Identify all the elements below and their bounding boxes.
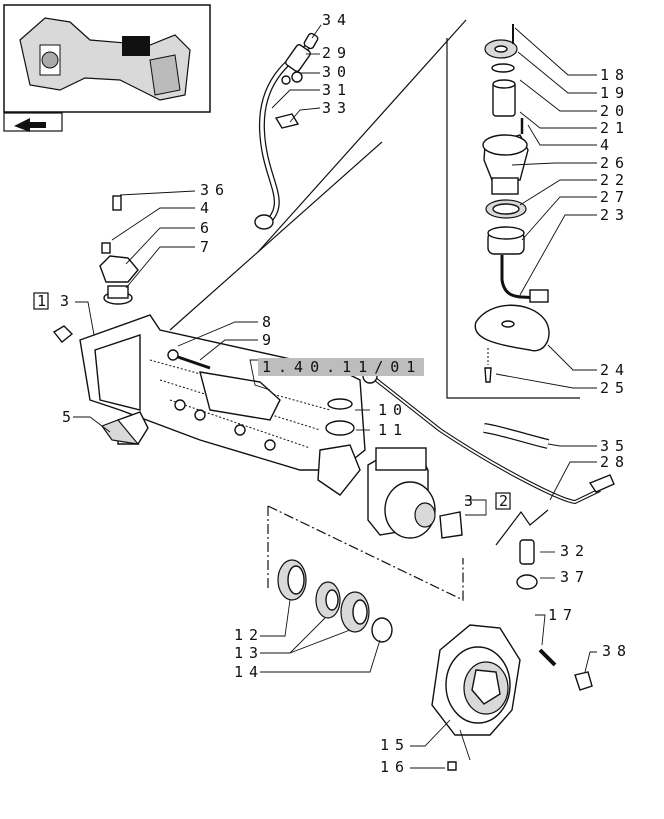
separator-line: [446, 38, 580, 399]
callout-label: 33: [322, 99, 352, 117]
callout-label: 28: [600, 453, 630, 471]
callout-label: 37: [560, 568, 590, 586]
sensor-hose-assembly: [254, 32, 319, 230]
callout-label: 13: [234, 644, 264, 662]
callout-label: 10: [378, 401, 408, 419]
callout-label: 20: [600, 102, 630, 120]
callout-label: 36: [200, 181, 230, 199]
thumbnail-inset: [3, 4, 211, 113]
reference-label[interactable]: 1.40.11/01: [262, 358, 422, 376]
callout-label: 21: [600, 119, 630, 137]
callout-label: 4: [600, 136, 615, 154]
callout-label: 12: [234, 626, 264, 644]
separator-line: [495, 509, 549, 546]
callout-label: 16: [380, 758, 410, 776]
callout-label: 17: [548, 606, 578, 624]
sensor-stack-assembly: [474, 24, 550, 383]
separator-line: [169, 141, 383, 331]
callout-label: 19: [600, 84, 630, 102]
callout-label: 38: [602, 642, 632, 660]
callout-label: 30: [322, 63, 352, 81]
callout-label: 5: [62, 408, 77, 426]
axle-housing: [79, 314, 366, 496]
leader-lines: [73, 24, 597, 769]
callout-label: 8: [262, 313, 277, 331]
bearing-set: [277, 559, 393, 643]
callout-label: 4: [200, 199, 215, 217]
callout-label: 3: [60, 292, 75, 310]
callout-label: 3: [464, 492, 479, 510]
callout-label: 18: [600, 66, 630, 84]
callout-label: 34: [322, 11, 352, 29]
lubrication-tube: [362, 368, 615, 505]
exploded-view-outline: [267, 505, 464, 601]
callout-label: 32: [560, 542, 590, 560]
callout-label: 6: [200, 219, 215, 237]
side-ref-1: 1: [37, 292, 52, 310]
wheel-hub: [431, 624, 593, 771]
callout-label: 26: [600, 154, 630, 172]
callout-label: 7: [200, 238, 215, 256]
side-ref-box: [33, 292, 49, 310]
callout-label: 25: [600, 379, 630, 397]
side-ref-box: [495, 492, 511, 510]
reference-label-box[interactable]: [258, 358, 424, 376]
callout-label: 35: [600, 437, 630, 455]
callout-label: 31: [322, 81, 352, 99]
callout-label: 14: [234, 663, 264, 681]
callout-label: 24: [600, 361, 630, 379]
callout-label: 27: [600, 188, 630, 206]
hub-assembly: [367, 447, 463, 539]
callout-label: 29: [322, 44, 352, 62]
callout-label: 22: [600, 171, 630, 189]
callout-label: 23: [600, 206, 630, 224]
navigation-arrow-icon[interactable]: [3, 112, 63, 132]
side-ref-2: 2: [499, 492, 514, 510]
callout-label: 15: [380, 736, 410, 754]
separator-line: [257, 19, 467, 253]
callout-label: 9: [262, 331, 277, 349]
left-small-parts: [52, 195, 139, 343]
bolt-and-nut: [516, 539, 538, 590]
callout-label: 11: [378, 421, 408, 439]
